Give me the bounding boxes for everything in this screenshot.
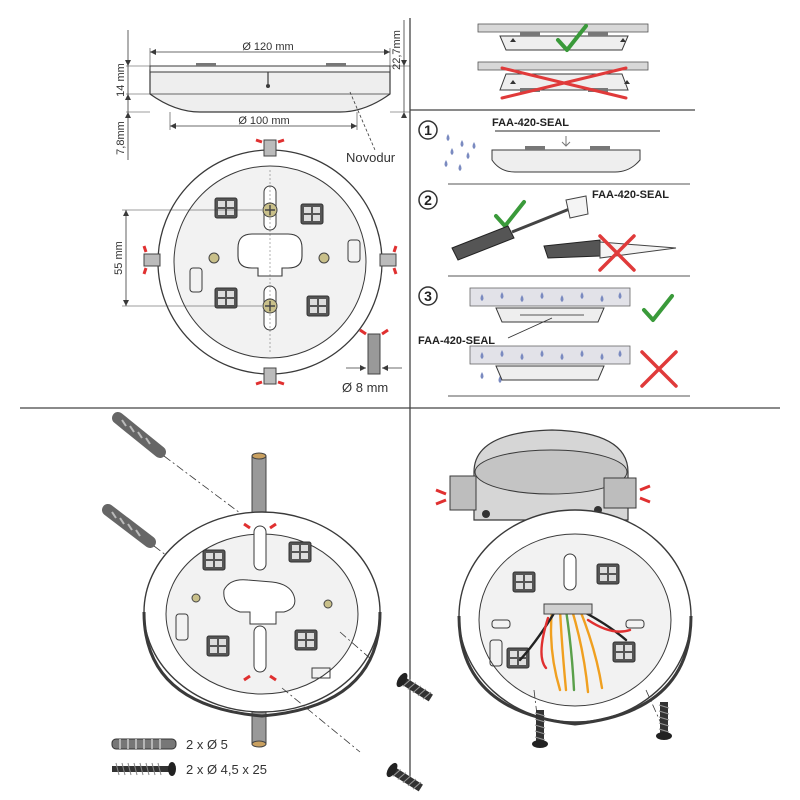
orientation-panel [477,23,649,100]
hardware-legend: 2 x Ø 5 2 x Ø 4,5 x 25 [111,737,267,777]
seal-label: FAA-420-SEAL [492,117,569,129]
screwdriver-icon [451,195,589,261]
cross-icon [640,350,678,388]
screw-legend-label: 2 x Ø 4,5 x 25 [186,762,267,777]
inner-diameter-label: Ø 100 mm [238,115,289,127]
height-upper-label: 14 mm [115,63,127,97]
seal-step-3: 3 FAA-420-SEAL [418,286,690,397]
hole-spacing-label: 55 mm [113,241,125,275]
outer-diameter-label: Ø 120 mm [242,41,293,53]
knife-icon [543,239,677,259]
dowel-legend-label: 2 x Ø 5 [186,737,228,752]
side-view: Ø 120 mm Ø 100 mm 14 mm 7,8mm 22,7mm Nov… [115,20,410,165]
seal-label: FAA-420-SEAL [592,189,669,201]
cable-entries [142,138,398,386]
seal-step-1: 1 FAA-420-SEAL [418,117,690,185]
panel-dividers [20,18,780,780]
svg-text:1: 1 [424,122,432,138]
dowel-icon [102,412,166,548]
mounting-view: 2 x Ø 5 2 x Ø 4,5 x 25 [102,412,436,796]
cable-detail: Ø 8 mm [342,328,402,395]
cross-icon [500,66,628,100]
water-drop-icon [444,134,476,171]
wiring-view [435,429,693,749]
check-icon [494,200,526,228]
svg-text:2: 2 [424,192,432,208]
screw-icon [531,689,673,749]
base-top-view: 55 mm [113,138,398,386]
height-total-label: 22,7mm [391,30,403,70]
material-label: Novodur [346,150,396,165]
check-icon [642,294,674,322]
seal-label: FAA-420-SEAL [418,335,495,347]
svg-text:3: 3 [424,288,432,304]
height-lower-label: 7,8mm [115,121,127,155]
seal-step-2: 2 FAA-420-SEAL [418,189,690,277]
cable-diameter-label: Ø 8 mm [342,380,388,395]
